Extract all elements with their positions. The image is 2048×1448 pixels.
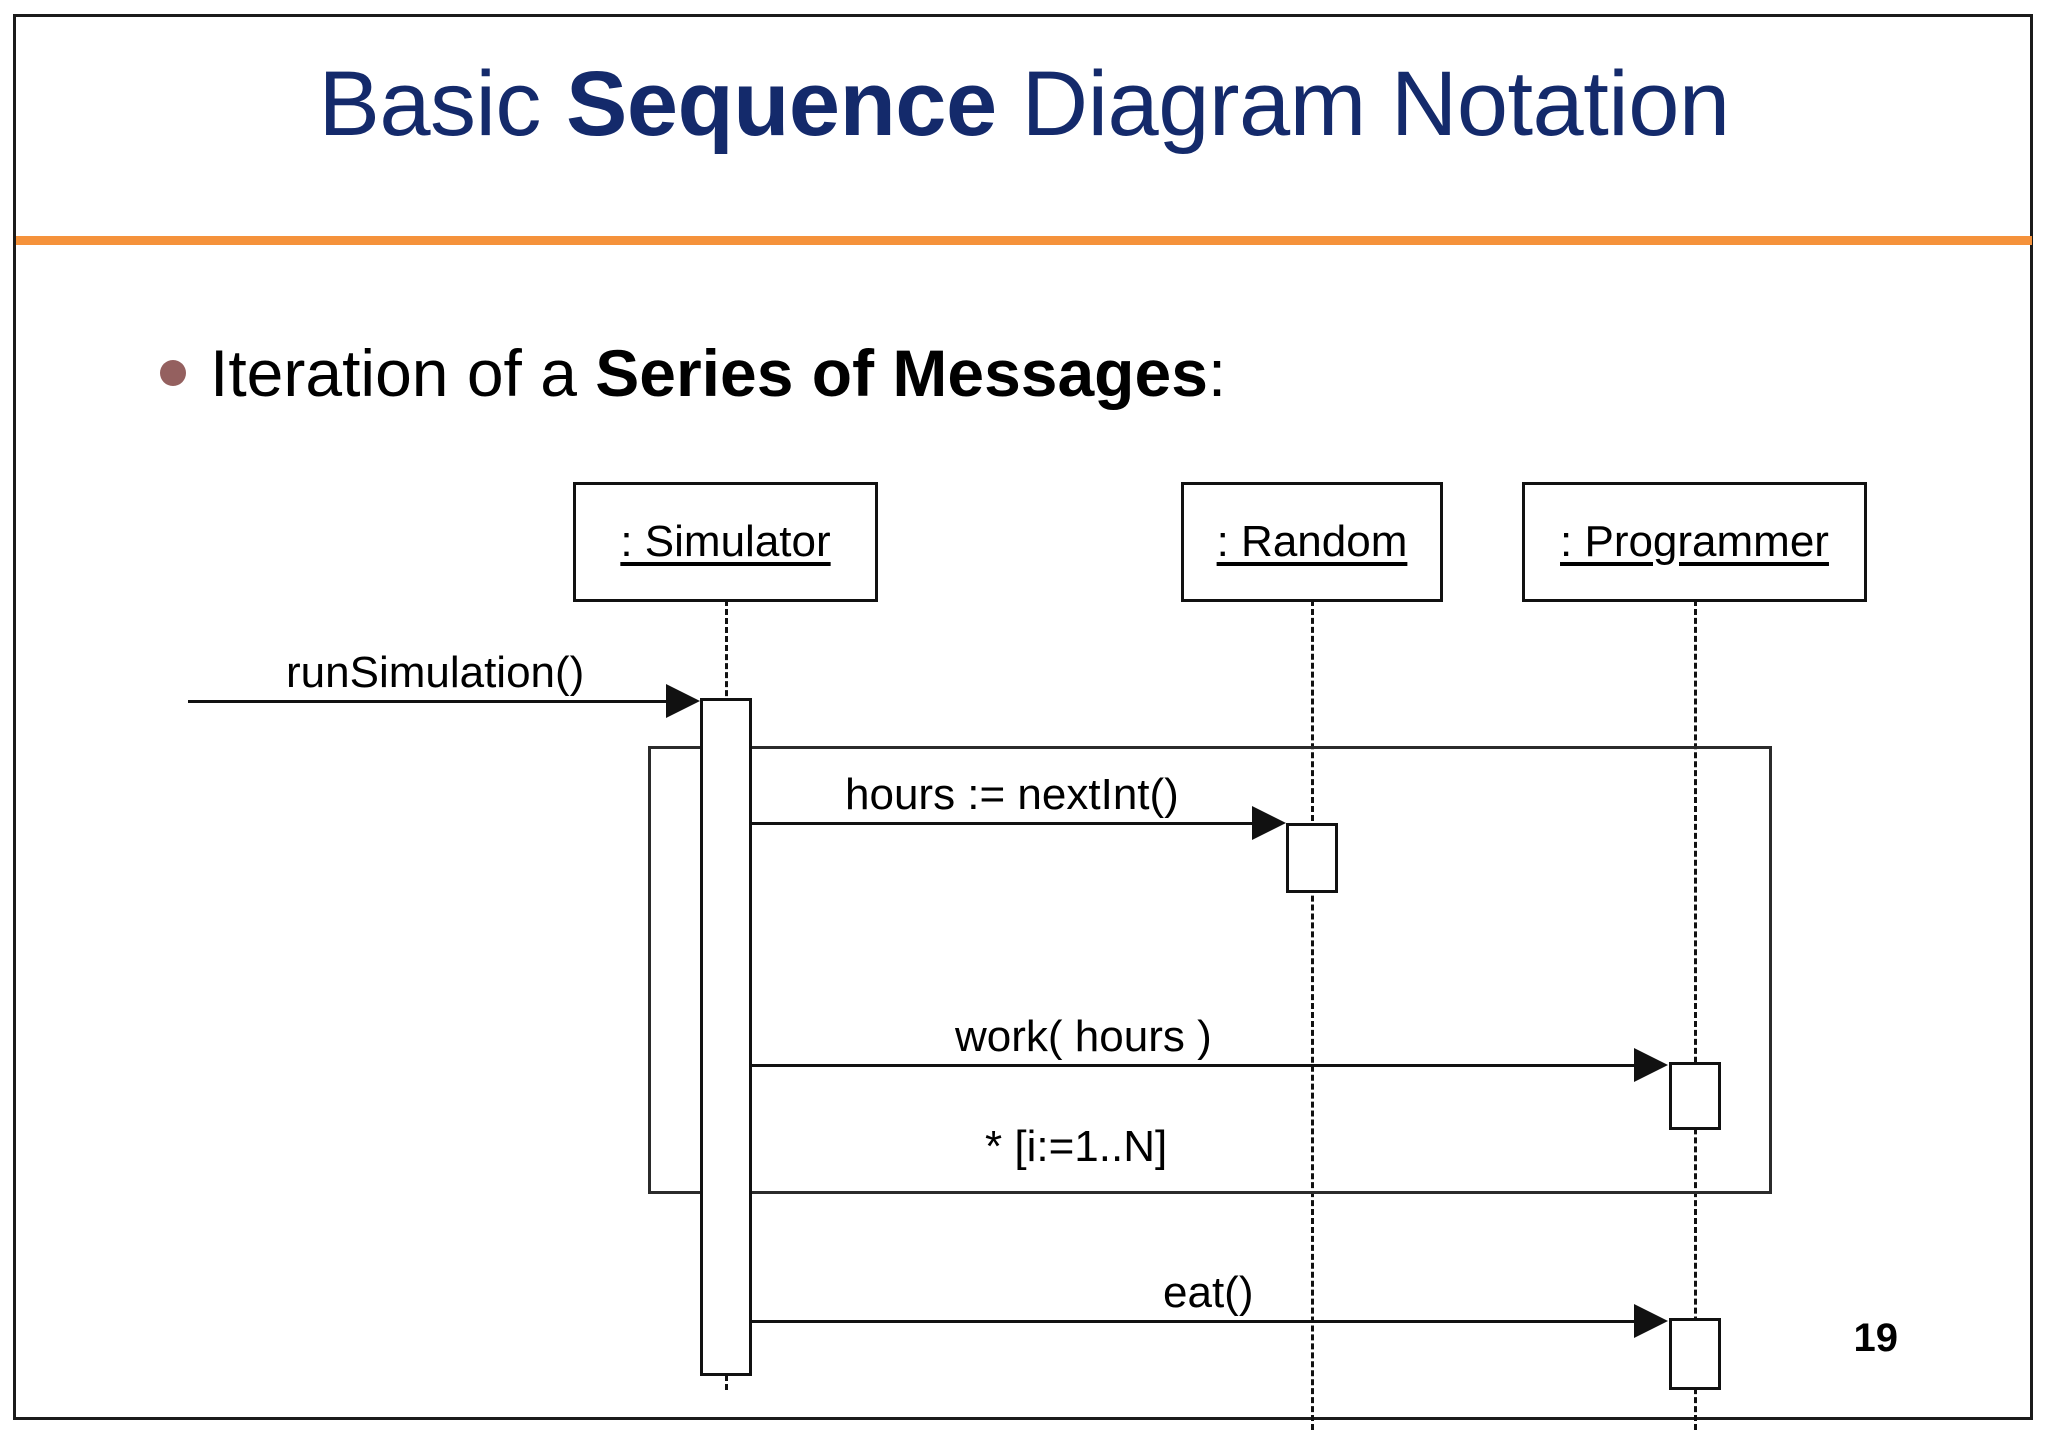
lifeline-label-programmer: : Programmer: [1560, 517, 1829, 566]
message-line-work-hours: [752, 1064, 1638, 1067]
lifeline-box-simulator[interactable]: : Simulator: [573, 482, 878, 602]
slide-border: [13, 14, 2033, 1420]
title-separator-rule: [16, 236, 2032, 245]
message-arrowhead-hours-next-int: [1252, 806, 1286, 840]
message-label-eat: eat(): [1163, 1268, 1254, 1317]
activation-bar-programmer-work: [1669, 1062, 1721, 1130]
bullet-part-1: Iteration of a: [210, 336, 596, 410]
lifeline-box-random[interactable]: : Random: [1181, 482, 1443, 602]
message-arrowhead-work-hours: [1634, 1048, 1668, 1082]
lifeline-box-programmer[interactable]: : Programmer: [1522, 482, 1867, 602]
page-title: Basic Sequence Diagram Notation: [0, 58, 2048, 150]
message-label-work-hours: work( hours ): [955, 1012, 1212, 1061]
lifeline-label-simulator: : Simulator: [620, 517, 831, 566]
message-line-hours-next-int: [752, 822, 1256, 825]
activation-bar-random: [1286, 823, 1338, 893]
bullet-text: Iteration of a Series of Messages:: [210, 340, 1226, 406]
message-label-run-simulation: runSimulation(): [286, 648, 585, 697]
title-part-1: Basic: [318, 53, 566, 155]
page-number: 19: [1853, 1316, 1899, 1360]
lifeline-dash-random: [1311, 600, 1314, 1430]
message-line-run-simulation: [188, 700, 673, 703]
bullet-part-2: Series of Messages: [595, 336, 1208, 410]
lifeline-label-random: : Random: [1216, 517, 1408, 566]
activation-bar-programmer-eat: [1669, 1318, 1721, 1390]
title-part-2: Sequence: [565, 53, 997, 155]
lifeline-dash-programmer: [1694, 600, 1697, 1430]
message-arrowhead-run-simulation: [666, 684, 700, 718]
title-part-3: Diagram Notation: [996, 53, 1730, 155]
bullet-dot-icon: [160, 360, 186, 386]
message-label-hours-next-int: hours := nextInt(): [845, 770, 1179, 819]
iteration-guard-label: * [i:=1..N]: [985, 1122, 1168, 1171]
bullet-part-3: :: [1207, 336, 1227, 410]
bullet-row: Iteration of a Series of Messages:: [160, 340, 1226, 406]
message-line-eat: [752, 1320, 1638, 1323]
message-arrowhead-eat: [1634, 1304, 1668, 1338]
activation-bar-simulator: [700, 698, 752, 1376]
iteration-frame: [648, 746, 1772, 1194]
